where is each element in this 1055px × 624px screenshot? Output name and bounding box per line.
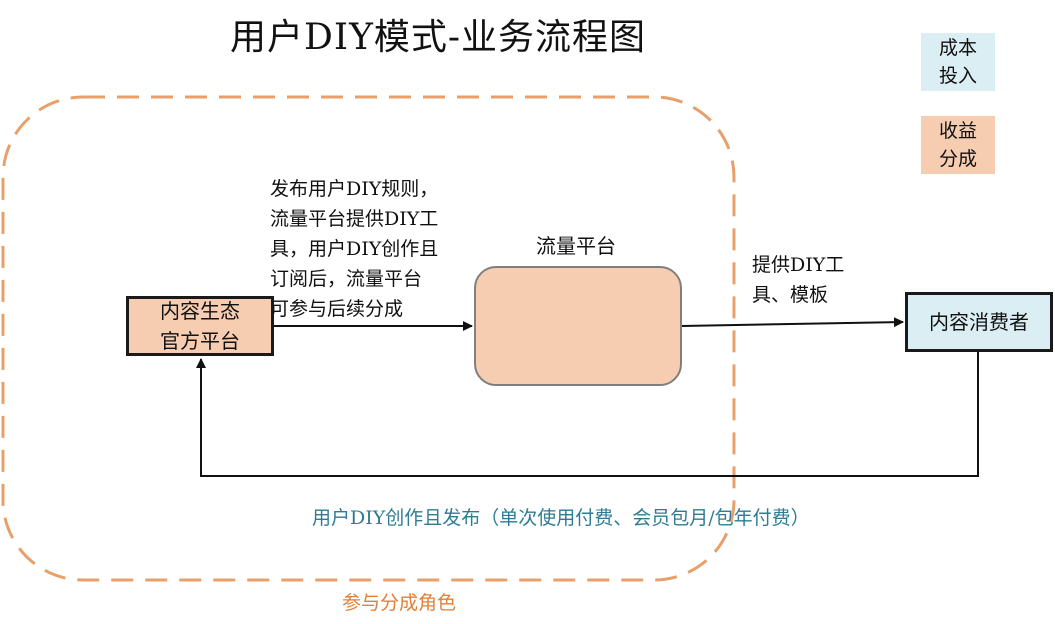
- node-consumer-label: 内容消费者: [929, 310, 1029, 334]
- node-official-platform: 内容生态 官方平台: [126, 296, 274, 356]
- edge-label-traffic-to-consumer: 提供DIY工 具、模板: [752, 250, 872, 310]
- edge-label-line: 可参与后续分成: [270, 298, 404, 320]
- legend-cost-line-1: 成本: [938, 37, 977, 59]
- legend-revenue-line-1: 收益: [938, 120, 977, 142]
- traffic-platform-label: 流量平台: [536, 234, 616, 258]
- legend-revenue-line-2: 分成: [938, 148, 977, 170]
- arrow-traffic-to-consumer: [681, 317, 904, 328]
- diagram-title: 用户DIY模式-业务流程图: [230, 17, 647, 58]
- arrow-consumer-to-official: [196, 352, 979, 477]
- node-traffic-platform: [474, 266, 682, 386]
- node-official-line-2: 官方平台: [160, 329, 240, 353]
- legend-cost-investment: 成本 投入: [921, 33, 995, 91]
- edge-label-line: 具、模板: [752, 284, 829, 306]
- edge-label-line: 发布用户DIY规则，: [270, 178, 439, 200]
- edge-label-line: 订阅后，流量平台: [270, 268, 423, 290]
- legend-revenue-share: 收益 分成: [921, 116, 995, 174]
- participant-group-boundary: [1, 95, 736, 582]
- legend-cost-line-2: 投入: [938, 65, 977, 87]
- edge-label-line: 提供DIY工: [752, 254, 845, 276]
- edge-label-line: 流量平台提供DIY工: [270, 208, 439, 230]
- edge-label-line: 具，用户DIY创作且: [270, 238, 439, 260]
- node-official-line-1: 内容生态: [160, 299, 240, 323]
- node-content-consumer: 内容消费者: [905, 292, 1053, 352]
- group-label-revenue-share-roles: 参与分成角色: [342, 592, 457, 614]
- edge-label-consumer-to-official: 用户DIY创作且发布（单次使用付费、会员包月/包年付费）: [312, 507, 810, 529]
- edge-label-official-to-traffic: 发布用户DIY规则， 流量平台提供DIY工 具，用户DIY创作且 订阅后，流量平…: [270, 174, 480, 324]
